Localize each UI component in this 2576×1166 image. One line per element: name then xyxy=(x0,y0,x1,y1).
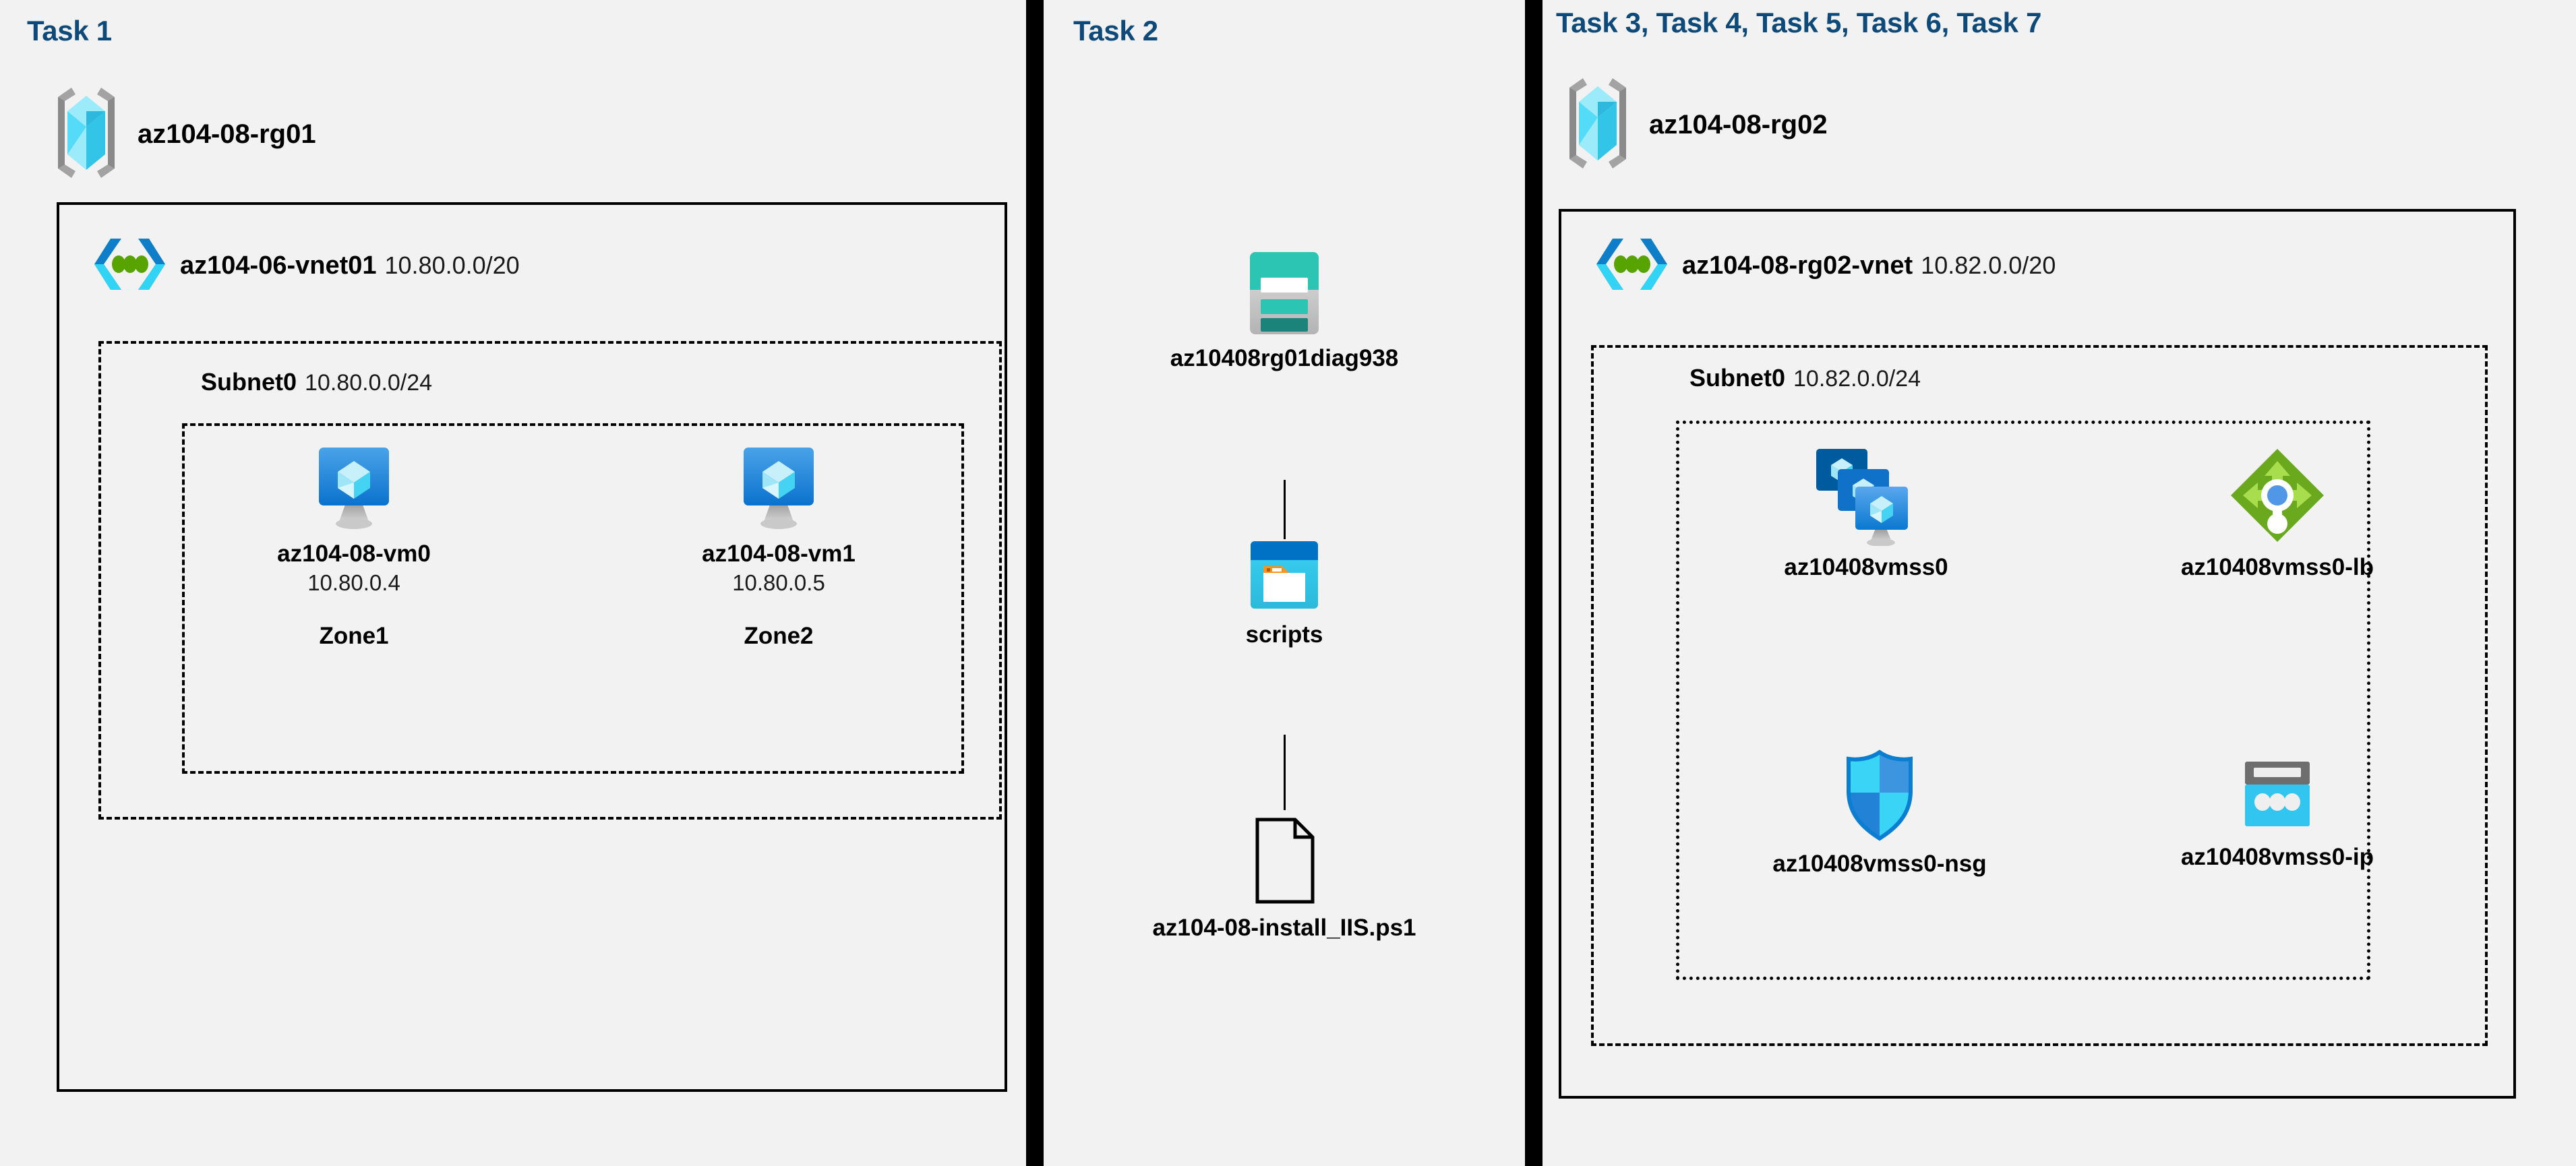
storage-account-icon xyxy=(1126,249,1443,337)
virtual-network-icon xyxy=(1596,235,1667,297)
column-separator-1 xyxy=(1026,0,1044,1166)
task3to7-lb-name: az10408vmss0-lb xyxy=(2180,554,2374,580)
task3to7-vnet-cidr: 10.82.0.0/20 xyxy=(1921,251,2056,279)
public-ip-address-icon xyxy=(2136,755,2419,836)
task3to7-pip-name: az10408vmss0-ip xyxy=(2180,844,2374,870)
task1-vnet-name: az104-06-vnet01 xyxy=(180,251,377,280)
virtual-network-icon xyxy=(94,235,165,297)
task1-resource-group[interactable]: az104-08-rg01 xyxy=(53,82,316,187)
task3to7-vmss-node[interactable]: az10408vmss0 xyxy=(1725,445,2008,581)
task1-vm0-ip: 10.80.0.4 xyxy=(307,570,400,595)
virtual-machine-icon xyxy=(270,445,438,532)
task3to7-subnet-box xyxy=(1591,345,2488,1046)
task1-vnet-box xyxy=(57,202,1007,1092)
task2-panel: Task 2 az10408rg01diag938 xyxy=(1044,0,1525,1166)
task1-title: Task 1 xyxy=(27,15,112,47)
network-security-group-icon xyxy=(1731,748,2028,842)
task3to7-vnet-name: az104-08-rg02-vnet xyxy=(1682,251,1913,280)
task2-title: Task 2 xyxy=(1073,15,1158,47)
load-balancer-icon xyxy=(2122,445,2432,546)
task3to7-pip-node[interactable]: az10408vmss0-ip xyxy=(2136,755,2419,871)
task1-subnet-cidr: 10.80.0.0/24 xyxy=(305,370,433,396)
connector-scripts-to-file xyxy=(1284,735,1286,810)
task1-vm0-zone: Zone1 xyxy=(319,623,389,649)
task3to7-resource-group-box xyxy=(1676,421,2370,980)
resource-group-icon xyxy=(53,82,120,187)
task2-file-name: az104-08-install_IIS.ps1 xyxy=(1152,915,1416,941)
task1-vnet-cidr: 10.80.0.0/20 xyxy=(384,251,520,279)
task3to7-lb-node[interactable]: az10408vmss0-lb xyxy=(2122,445,2432,581)
task3to7-vnet-header[interactable]: az104-08-rg02-vnet 10.82.0.0/20 xyxy=(1596,235,2056,297)
task1-vm1-ip: 10.80.0.5 xyxy=(732,570,825,595)
blob-container-icon xyxy=(1126,539,1443,613)
task3to7-nsg-node[interactable]: az10408vmss0-nsg xyxy=(1731,748,2028,878)
task1-vm1-zone: Zone2 xyxy=(744,623,814,649)
task1-subnet-box xyxy=(98,341,1002,820)
task1-resource-group-label: az104-08-rg01 xyxy=(138,119,316,149)
task2-scripts-name: scripts xyxy=(1245,621,1323,648)
task1-vm1-node[interactable]: az104-08-vm1 10.80.0.5 Zone2 xyxy=(694,445,863,650)
task3to7-resource-group-label: az104-08-rg02 xyxy=(1649,110,1828,140)
task1-panel: Task 1 az104-08-rg0 xyxy=(0,0,1026,1166)
resource-group-icon xyxy=(1564,73,1631,177)
task3to7-vnet-box xyxy=(1559,209,2516,1099)
task1-vm-group-box xyxy=(182,423,964,774)
task1-vm0-node[interactable]: az104-08-vm0 10.80.0.4 Zone1 xyxy=(270,445,438,650)
task1-vm1-name: az104-08-vm1 xyxy=(702,541,856,567)
task3to7-subnet-name: Subnet0 xyxy=(1689,364,1786,392)
virtual-machine-icon xyxy=(694,445,863,532)
column-separator-2 xyxy=(1525,0,1542,1166)
task3to7-resource-group[interactable]: az104-08-rg02 xyxy=(1564,73,1828,177)
task3to7-subnet-label: Subnet0 10.82.0.0/24 xyxy=(1689,364,1921,392)
task3to7-title: Task 3, Task 4, Task 5, Task 6, Task 7 xyxy=(1556,7,2042,38)
task3to7-vmss-name: az10408vmss0 xyxy=(1784,554,1948,580)
vm-scale-set-icon xyxy=(1725,445,2008,546)
task1-vnet-header[interactable]: az104-06-vnet01 10.80.0.0/20 xyxy=(94,235,520,297)
connector-storage-to-scripts xyxy=(1284,480,1286,539)
task2-file-node[interactable]: az104-08-install_IIS.ps1 xyxy=(1126,816,1443,942)
task2-storage-node[interactable]: az10408rg01diag938 xyxy=(1126,249,1443,372)
task3to7-subnet-cidr: 10.82.0.0/24 xyxy=(1793,366,1921,392)
task3to7-panel: Task 3, Task 4, Task 5, Task 6, Task 7 a… xyxy=(1542,0,2576,1166)
task1-vm0-name: az104-08-vm0 xyxy=(277,541,431,567)
task1-subnet-label: Subnet0 10.80.0.0/24 xyxy=(201,368,432,396)
task2-storage-name: az10408rg01diag938 xyxy=(1170,345,1399,371)
task1-subnet-name: Subnet0 xyxy=(201,368,297,396)
task2-scripts-node[interactable]: scripts xyxy=(1126,539,1443,648)
file-icon xyxy=(1126,816,1443,907)
task3to7-nsg-name: az10408vmss0-nsg xyxy=(1772,851,1987,877)
